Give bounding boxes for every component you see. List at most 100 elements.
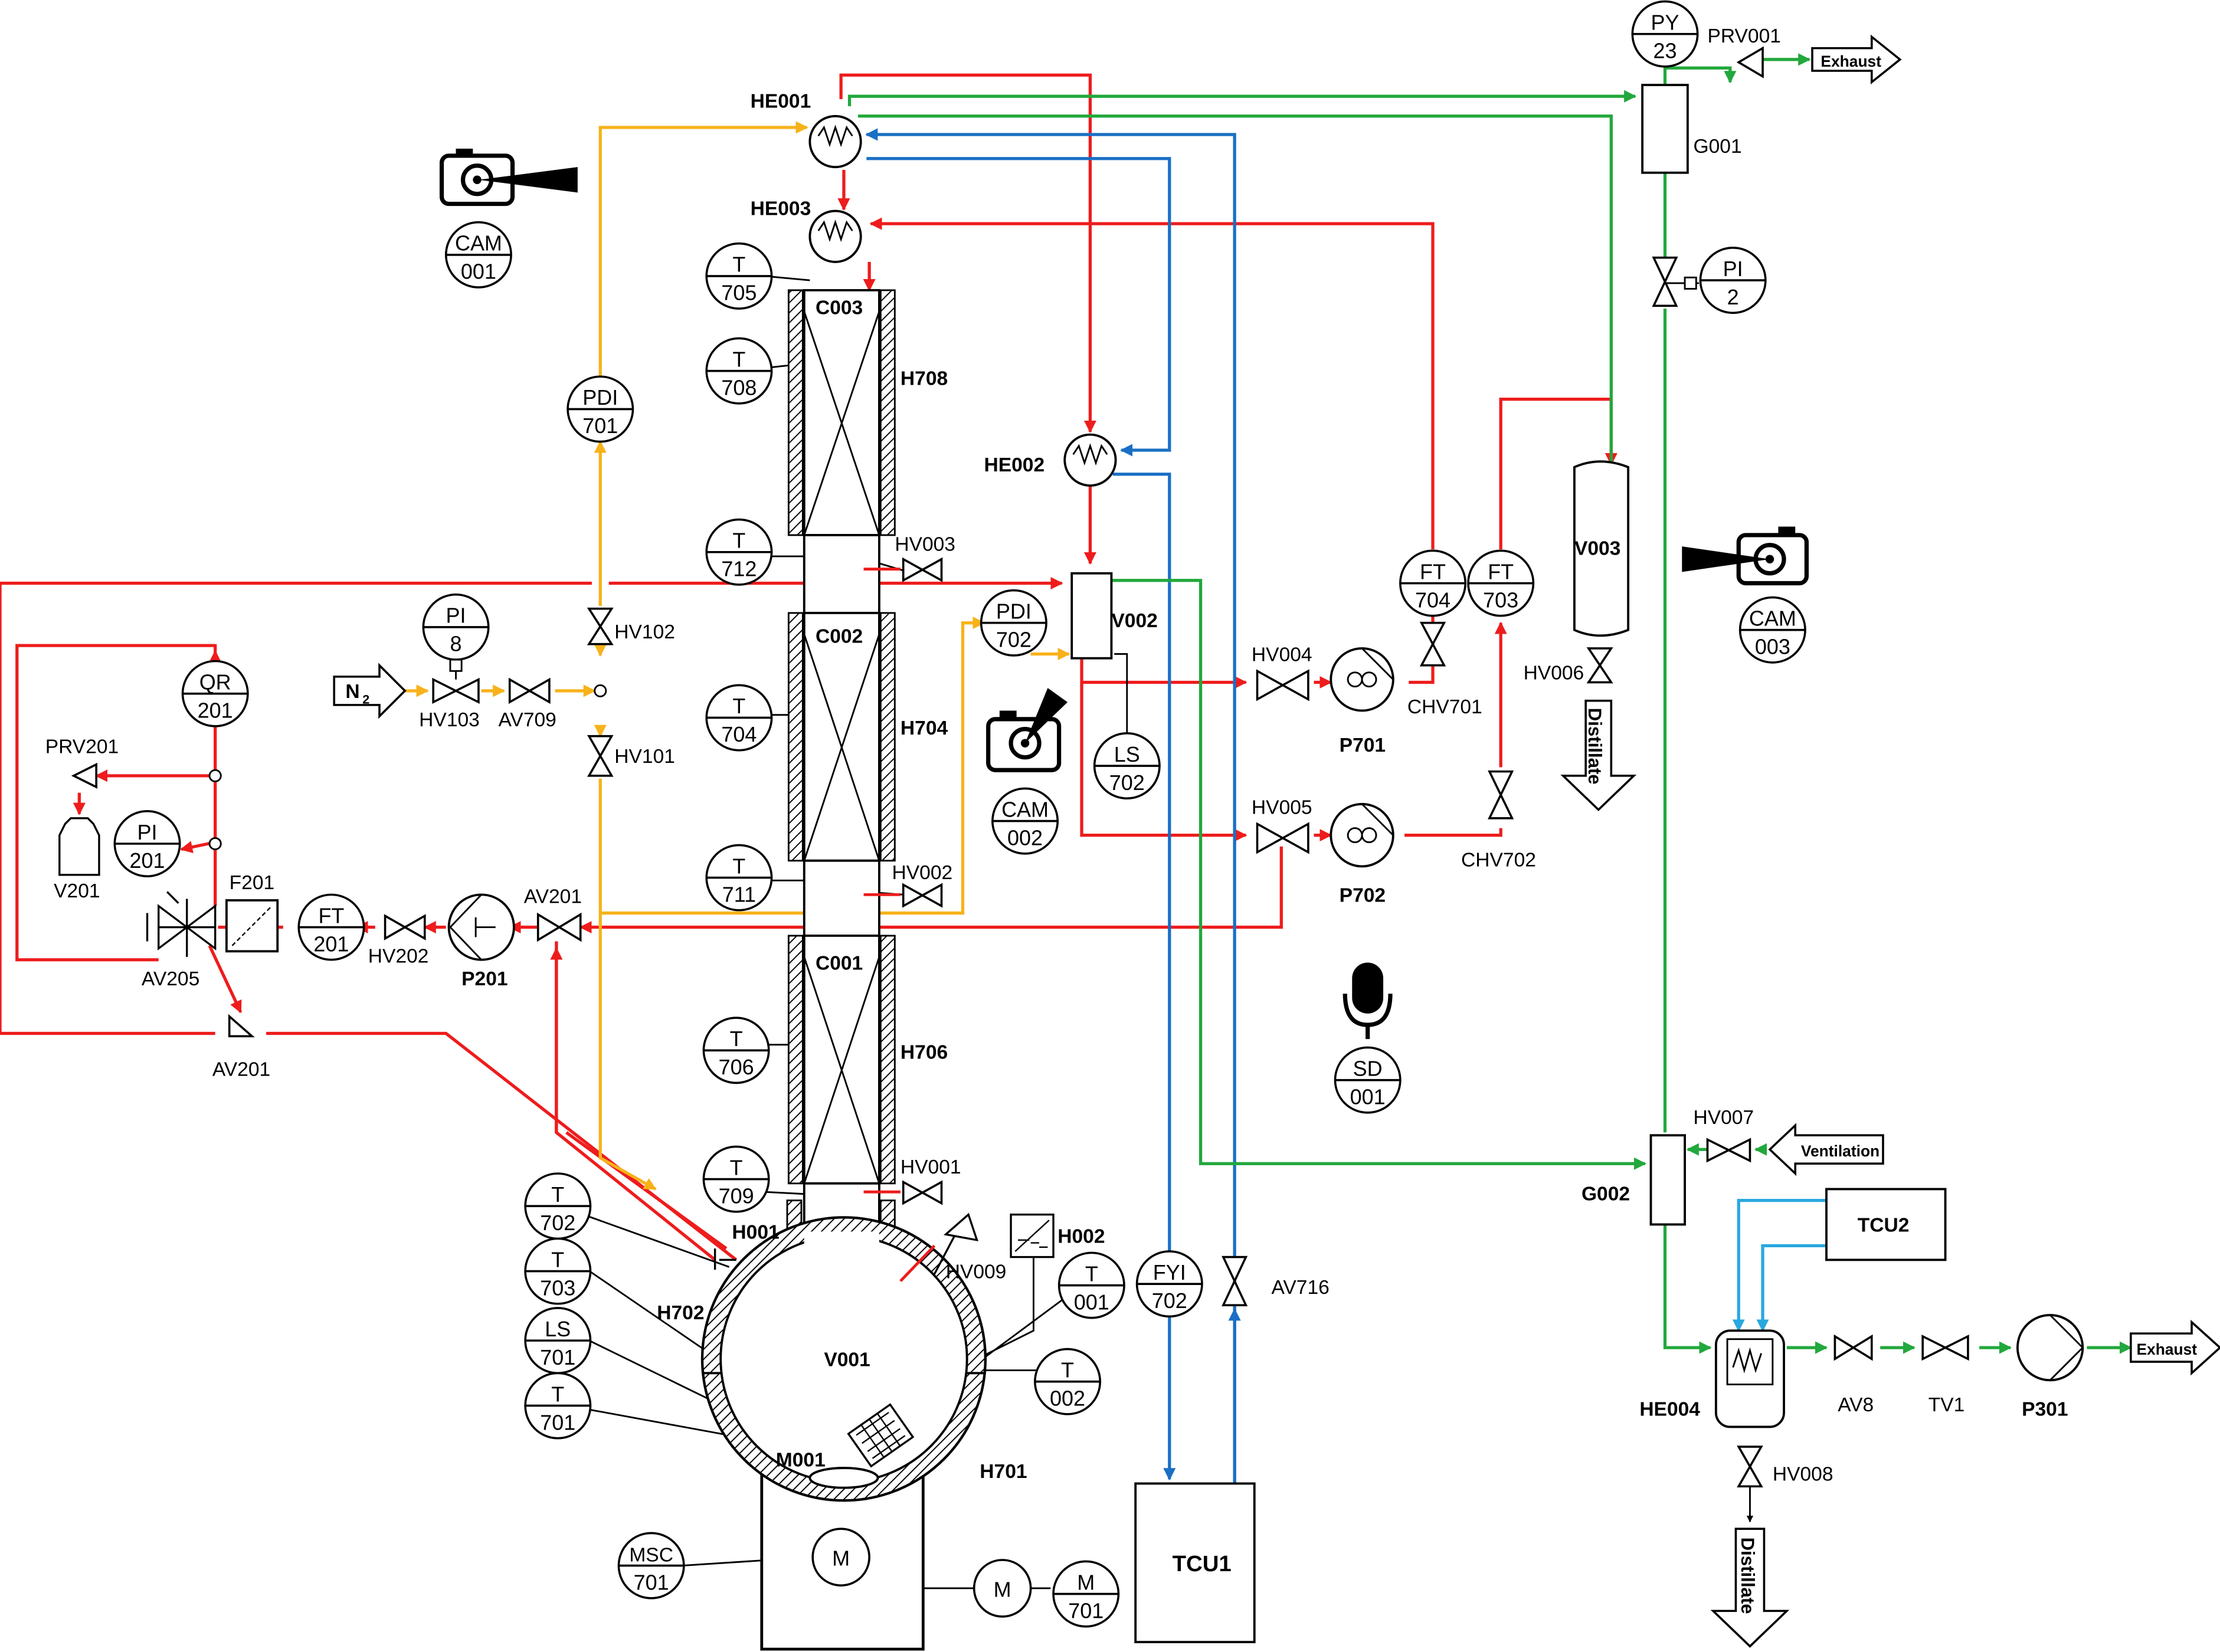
pi2-bottom: 2 (1727, 285, 1739, 309)
cam002-bottom: 002 (1007, 825, 1043, 850)
nitrogen-lines (405, 121, 1070, 1191)
pdi702-bottom: 702 (996, 627, 1032, 651)
heater-h706-right (879, 935, 896, 1185)
label-h702: H702 (657, 1302, 704, 1324)
motor-label-2: M (994, 1577, 1011, 1601)
instrument-ft703 (1467, 549, 1535, 617)
label-g002: G002 (1581, 1184, 1630, 1205)
label-distillate-top: Distillate (1584, 708, 1605, 785)
label-he004: HE004 (1639, 1398, 1700, 1420)
instrument-t708 (705, 337, 773, 405)
label-hv007: HV007 (1693, 1107, 1754, 1129)
valve-hv003 (902, 557, 943, 582)
label-c003: C003 (816, 297, 863, 319)
t712-bottom: 712 (721, 557, 757, 581)
label-h001: H001 (732, 1221, 779, 1243)
heater-h706-left (787, 935, 804, 1185)
label-h704: H704 (901, 717, 948, 739)
tcu2-unit (1825, 1188, 1947, 1261)
label-v001: V001 (824, 1349, 870, 1371)
ft201-bottom: 201 (313, 932, 349, 956)
pump-p301 (2016, 1314, 2084, 1382)
instrument-pdi702 (980, 589, 1047, 657)
instrument-pi201 (113, 810, 181, 877)
prv201 (71, 762, 97, 789)
heater-h708-right (879, 289, 896, 536)
t704-top: T (732, 694, 745, 718)
ventilation-inlet (1768, 1123, 1884, 1176)
instrument-t701 (524, 1372, 592, 1440)
valve-hv008 (1737, 1446, 1763, 1488)
distillate-outlet-bottom (1710, 1528, 1790, 1648)
pump-p701 (1330, 647, 1394, 712)
instrument-t711 (705, 844, 773, 912)
label-chv702: CHV702 (1461, 849, 1536, 871)
t706-top: T (730, 1027, 743, 1051)
instrument-pi2 (1699, 247, 1767, 314)
fyi702-bottom: 702 (1152, 1289, 1187, 1313)
cam002-top: CAM (1001, 797, 1049, 821)
heater-h704-left (787, 612, 804, 862)
label-n2-subscript: 2 (362, 691, 369, 706)
py23-top: PY (1651, 10, 1679, 34)
vessel-v002 (1070, 572, 1113, 660)
he004-exchanger (1714, 1329, 1785, 1428)
instrument-t002 (1034, 1348, 1102, 1415)
valve-av8 (1833, 1334, 1873, 1361)
vessel-v003 (1573, 460, 1630, 637)
cam001-top: CAM (455, 231, 502, 255)
pi2-top: PI (1723, 257, 1743, 281)
label-he001: HE001 (751, 90, 811, 112)
label-p702: P702 (1340, 884, 1386, 906)
label-p301: P301 (2022, 1398, 2068, 1420)
label-exhaust-right: Exhaust (2136, 1340, 2197, 1358)
t703-bottom: 703 (540, 1276, 575, 1300)
instrument-t703 (524, 1237, 592, 1305)
instrument-cam002 (991, 787, 1059, 855)
instrument-cam001 (444, 221, 512, 289)
t711-bottom: 711 (722, 882, 756, 906)
valve-hv101 (587, 735, 614, 777)
label-h002: H002 (1057, 1226, 1105, 1248)
label-av201-upper: AV201 (524, 886, 582, 908)
m701-top: M (1077, 1570, 1095, 1594)
label-m001: M001 (776, 1450, 826, 1471)
instrument-t709 (702, 1145, 770, 1213)
prv001 (1736, 46, 1764, 78)
vessel-g002 (1649, 1134, 1687, 1226)
camera-icon-cam003 (1682, 526, 1809, 586)
motor-symbol-2 (973, 1559, 1032, 1618)
label-hv009: HV009 (946, 1261, 1007, 1283)
t708-bottom: 708 (721, 375, 757, 399)
instrument-t706 (702, 1017, 770, 1084)
label-he003: HE003 (751, 198, 811, 220)
label-hv004: HV004 (1252, 644, 1312, 666)
valve-av709 (508, 677, 551, 704)
valve-av201-upper (536, 912, 582, 942)
label-v003: V003 (1574, 538, 1620, 560)
label-av205: AV205 (142, 968, 199, 990)
label-v002: V002 (1111, 610, 1157, 632)
motor-symbol-1 (811, 1528, 870, 1587)
distillate-outlet-top (1560, 699, 1637, 811)
valve-chv702 (1488, 770, 1514, 820)
t705-top: T (732, 253, 745, 277)
valve-hv007 (1706, 1138, 1751, 1163)
t002-top: T (1061, 1358, 1074, 1382)
valve-av201-lower (228, 1014, 255, 1038)
label-distillate-bottom: Distillate (1737, 1538, 1758, 1614)
instrument-py23 (1631, 0, 1699, 68)
ls702-top: LS (1114, 742, 1140, 766)
instrument-t001 (1057, 1251, 1125, 1319)
cam003-top: CAM (1749, 607, 1796, 631)
valve-tv1 (1921, 1335, 1969, 1361)
t701-top: T (551, 1382, 564, 1406)
t001-top: T (1085, 1261, 1098, 1286)
t002-bottom: 002 (1050, 1386, 1085, 1410)
valve-hv004 (1256, 669, 1309, 702)
instrument-fyi702 (1135, 1250, 1203, 1318)
gas-lines (847, 53, 2132, 1354)
valve-hv001 (902, 1180, 943, 1205)
label-h701: H701 (980, 1461, 1027, 1483)
